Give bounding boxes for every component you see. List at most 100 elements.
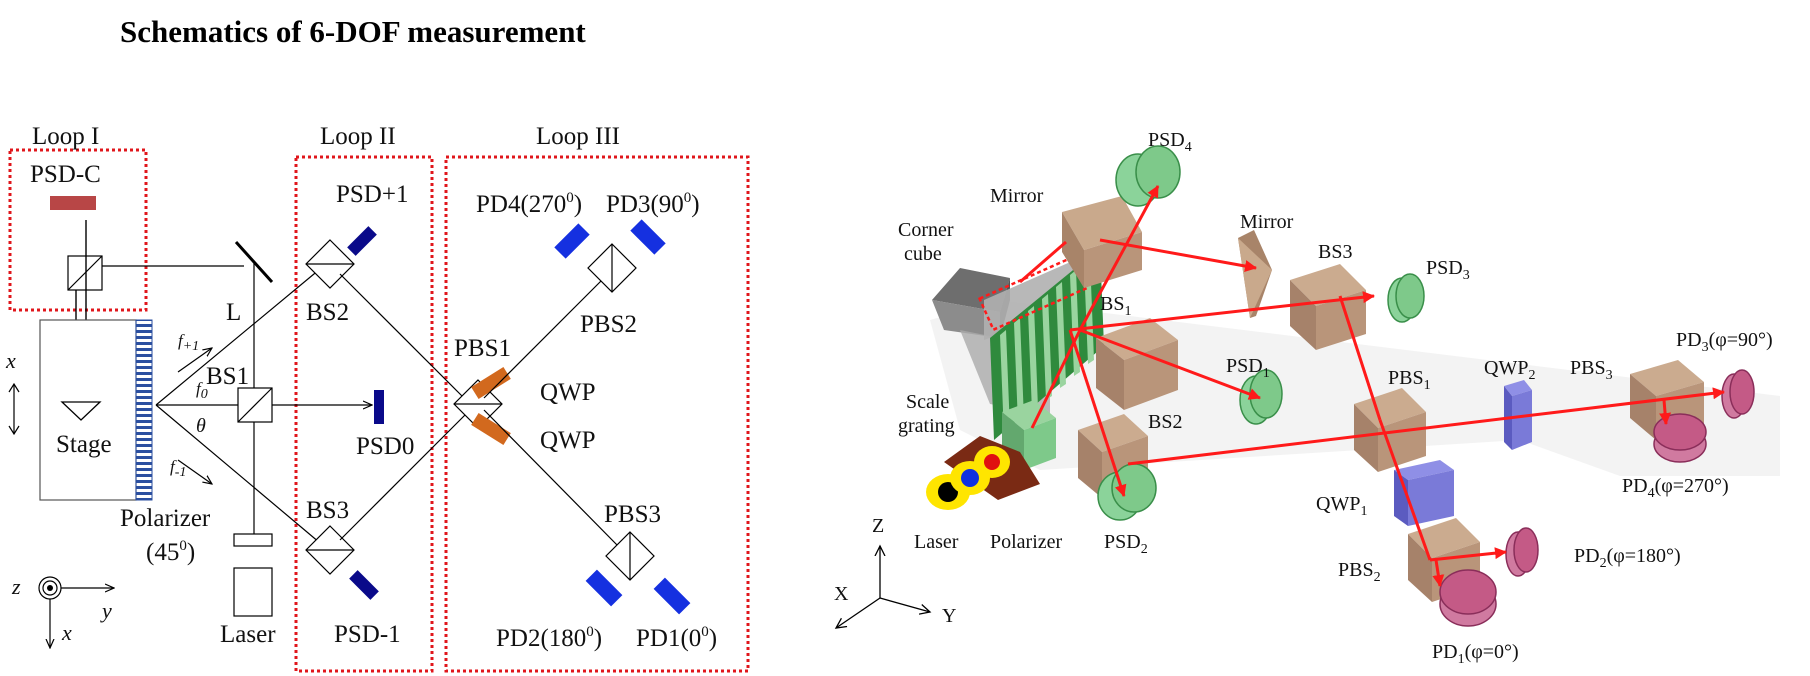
loop-iii-box bbox=[444, 155, 750, 673]
pbs2-label: PBS2 bbox=[580, 311, 637, 338]
mirror-right-label: Mirror bbox=[1240, 211, 1294, 233]
qwp-lower-label: QWP bbox=[540, 427, 596, 454]
axis-x2-label: x bbox=[61, 620, 72, 645]
beam-f-plus1 bbox=[155, 263, 327, 406]
pbs2-cube bbox=[1408, 518, 1480, 602]
pd2-3d bbox=[1505, 527, 1539, 577]
bs1-label: BS1 bbox=[206, 363, 249, 390]
axis-x-label: x bbox=[5, 348, 16, 373]
loop-i-label: Loop I bbox=[32, 123, 99, 150]
polarizer-label: Polarizer bbox=[120, 505, 211, 532]
mirror-top-label: Mirror bbox=[990, 185, 1044, 207]
f-plus1-label: f+1 bbox=[178, 331, 199, 354]
qwp-upper-label: QWP bbox=[540, 379, 596, 406]
bs2-label: BS2 bbox=[306, 299, 349, 326]
bs1 bbox=[237, 387, 273, 423]
left-schematic: Loop I Loop II Loop III PSD-C L Stage x … bbox=[5, 123, 750, 673]
psd-plus1 bbox=[347, 226, 377, 256]
scale-grating-3d bbox=[990, 248, 1104, 440]
psd4 bbox=[1115, 145, 1181, 207]
laser bbox=[233, 567, 273, 617]
psd2-label: PSD2 bbox=[1104, 531, 1148, 557]
psd4-label: PSD4 bbox=[1148, 129, 1192, 155]
arrow-f-minus1 bbox=[177, 459, 212, 484]
l-label: L bbox=[226, 299, 241, 326]
beam-f-minus1 bbox=[155, 404, 327, 549]
reflector-plate bbox=[984, 256, 1084, 340]
laser-beams bbox=[1019, 185, 1725, 587]
qwp2-label: QWP2 bbox=[1484, 357, 1535, 383]
bs3-cube bbox=[1290, 264, 1366, 350]
pbs1-label: PBS1 bbox=[454, 335, 511, 362]
corner-label: Corner bbox=[898, 219, 954, 241]
psd3-label: PSD3 bbox=[1426, 257, 1470, 283]
polarizer bbox=[233, 533, 273, 547]
pd3-3d bbox=[1721, 369, 1755, 419]
bs3-3d-label: BS3 bbox=[1318, 241, 1352, 263]
loop-iii-label: Loop III bbox=[536, 123, 620, 150]
corner-cube-prism bbox=[60, 401, 102, 421]
theta-label: θ bbox=[196, 415, 206, 437]
right-axes bbox=[836, 546, 930, 628]
qwp2 bbox=[1504, 380, 1532, 450]
beam bbox=[483, 271, 611, 399]
page-title: Schematics of 6-DOF measurement bbox=[120, 14, 586, 49]
psd1 bbox=[1239, 369, 1283, 425]
pbs3-label: PBS3 bbox=[604, 501, 661, 528]
pd4 bbox=[554, 223, 590, 259]
pbs1-3d-label: PBS1 bbox=[1388, 367, 1431, 393]
loop-i-box bbox=[8, 148, 148, 312]
pbs2-3d-label: PBS2 bbox=[1338, 559, 1381, 585]
psd3 bbox=[1387, 273, 1425, 323]
polarizer-3d-label: Polarizer bbox=[990, 531, 1063, 553]
pd4-label: PD4(2700) bbox=[476, 190, 582, 218]
bs1-cube bbox=[1096, 318, 1178, 410]
pd3-3d-label: PD3(φ=90°) bbox=[1676, 329, 1773, 355]
pd4-3d-label: PD4(φ=270°) bbox=[1622, 475, 1729, 501]
axis-y-3d-label: Y bbox=[942, 605, 956, 627]
bs2-cube bbox=[1078, 414, 1148, 498]
psd0-label: PSD0 bbox=[356, 433, 414, 460]
corner-cube bbox=[932, 268, 1050, 414]
pd1-3d bbox=[1439, 569, 1497, 627]
psd-minus1-label: PSD-1 bbox=[334, 621, 401, 648]
psd2 bbox=[1097, 463, 1157, 521]
psd-plus1-label: PSD+1 bbox=[336, 181, 408, 208]
beam bbox=[339, 409, 471, 541]
axis-z-label: z bbox=[11, 574, 21, 599]
bs3-label: BS3 bbox=[306, 497, 349, 524]
polarizer-angle-label: (450) bbox=[146, 538, 195, 566]
loop-ii-box bbox=[294, 155, 434, 673]
psd1-label: PSD1 bbox=[1226, 355, 1270, 381]
pd3-label: PD3(900) bbox=[606, 190, 700, 218]
pd1-3d-label: PD1(φ=0°) bbox=[1432, 641, 1519, 667]
axis-z-3d-label: Z bbox=[872, 515, 884, 537]
axis-y-label: y bbox=[100, 598, 112, 623]
qwp-lower bbox=[471, 412, 511, 446]
qwp-upper bbox=[471, 366, 511, 400]
psd-minus1 bbox=[349, 570, 379, 600]
beam bbox=[483, 409, 621, 549]
left-axes bbox=[38, 576, 114, 648]
stage-label: Stage bbox=[56, 431, 112, 458]
pd2-3d-label: PD2(φ=180°) bbox=[1574, 545, 1681, 571]
f-minus1-label: f-1 bbox=[170, 457, 186, 480]
base-shadow bbox=[930, 300, 1780, 476]
psd0 bbox=[374, 390, 384, 424]
bs2-3d-label: BS2 bbox=[1148, 411, 1182, 433]
pd4-3d bbox=[1653, 413, 1707, 463]
psd-c bbox=[50, 196, 96, 210]
scale-label: Scale bbox=[906, 391, 949, 413]
pbs1-cube bbox=[1354, 388, 1426, 472]
grating-label: grating bbox=[898, 415, 955, 437]
laser-label: Laser bbox=[220, 621, 276, 648]
laser-3d bbox=[926, 436, 1040, 510]
f0-label: f0 bbox=[196, 379, 208, 402]
pbs3-3d-label: PBS3 bbox=[1570, 357, 1613, 383]
polarizer-3d bbox=[1002, 400, 1056, 470]
pbs3-cube bbox=[1630, 360, 1704, 440]
corner-cube-dashed-region bbox=[977, 254, 1091, 332]
pd1-label: PD1(00) bbox=[636, 624, 717, 652]
qwp1-label: QWP1 bbox=[1316, 493, 1367, 519]
bs1-3d-label: BS1 bbox=[1100, 293, 1131, 319]
